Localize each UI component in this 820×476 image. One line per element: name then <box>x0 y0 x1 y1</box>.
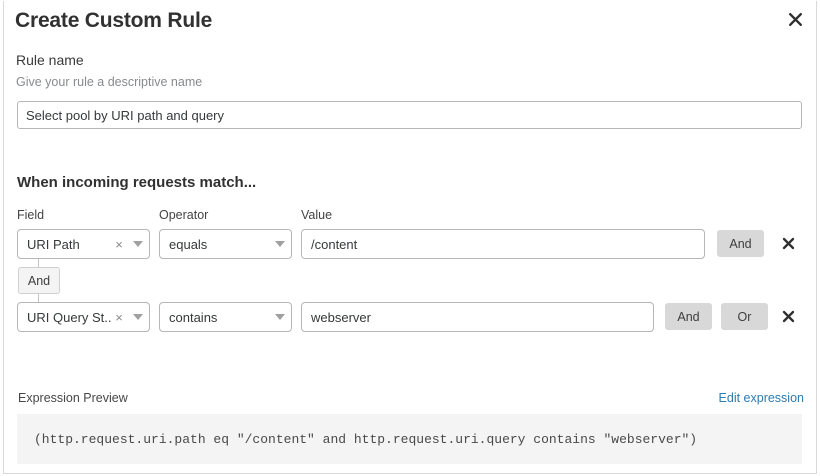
column-label-value: Value <box>301 208 333 222</box>
expression-preview-label: Expression Preview <box>18 391 128 405</box>
expression-preview-code: (http.request.uri.path eq "/content" and… <box>17 414 802 464</box>
delete-condition-button-1[interactable] <box>776 231 800 255</box>
close-icon <box>782 237 794 249</box>
column-label-operator: Operator <box>159 208 209 222</box>
operator-select-1-value: equals <box>169 236 208 252</box>
rule-name-input[interactable] <box>17 101 802 129</box>
create-custom-rule-dialog: Create Custom Rule Rule name Give your r… <box>3 1 817 474</box>
operator-select-2[interactable]: contains <box>159 302 292 332</box>
chevron-down-icon[interactable] <box>127 241 149 247</box>
delete-condition-button-2[interactable] <box>776 304 800 328</box>
clear-icon[interactable]: × <box>115 236 123 252</box>
field-select-2-value: URI Query St... <box>27 309 111 325</box>
edit-expression-link[interactable]: Edit expression <box>718 391 804 405</box>
close-icon[interactable] <box>783 7 807 31</box>
chevron-down-icon[interactable] <box>127 314 149 320</box>
condition-row: URI Path × equals And <box>4 229 816 259</box>
and-button-row-2[interactable]: And <box>665 303 712 330</box>
operator-select-2-value: contains <box>169 309 218 325</box>
and-button-row-1[interactable]: And <box>717 230 764 257</box>
column-label-field: Field <box>17 208 45 222</box>
connector-line-bottom <box>38 294 39 303</box>
chevron-down-icon[interactable] <box>269 314 291 320</box>
or-button-row-2[interactable]: Or <box>721 303 768 330</box>
value-input-2[interactable] <box>301 302 654 332</box>
rule-name-label: Rule name <box>16 52 84 68</box>
match-section-heading: When incoming requests match... <box>17 174 257 191</box>
condition-row: URI Query St... × contains And Or <box>4 302 816 332</box>
field-select-1-value: URI Path <box>27 236 80 252</box>
close-icon <box>782 310 794 322</box>
chevron-down-icon[interactable] <box>269 241 291 247</box>
field-select-1[interactable]: URI Path × <box>17 229 150 259</box>
field-select-2[interactable]: URI Query St... × <box>17 302 150 332</box>
clear-icon[interactable]: × <box>115 309 123 325</box>
value-input-1[interactable] <box>301 229 705 259</box>
connector-line-top <box>38 259 39 268</box>
dialog-title: Create Custom Rule <box>15 9 213 32</box>
operator-select-1[interactable]: equals <box>159 229 292 259</box>
rule-name-hint: Give your rule a descriptive name <box>16 75 203 89</box>
connector-and-badge[interactable]: And <box>18 267 60 294</box>
